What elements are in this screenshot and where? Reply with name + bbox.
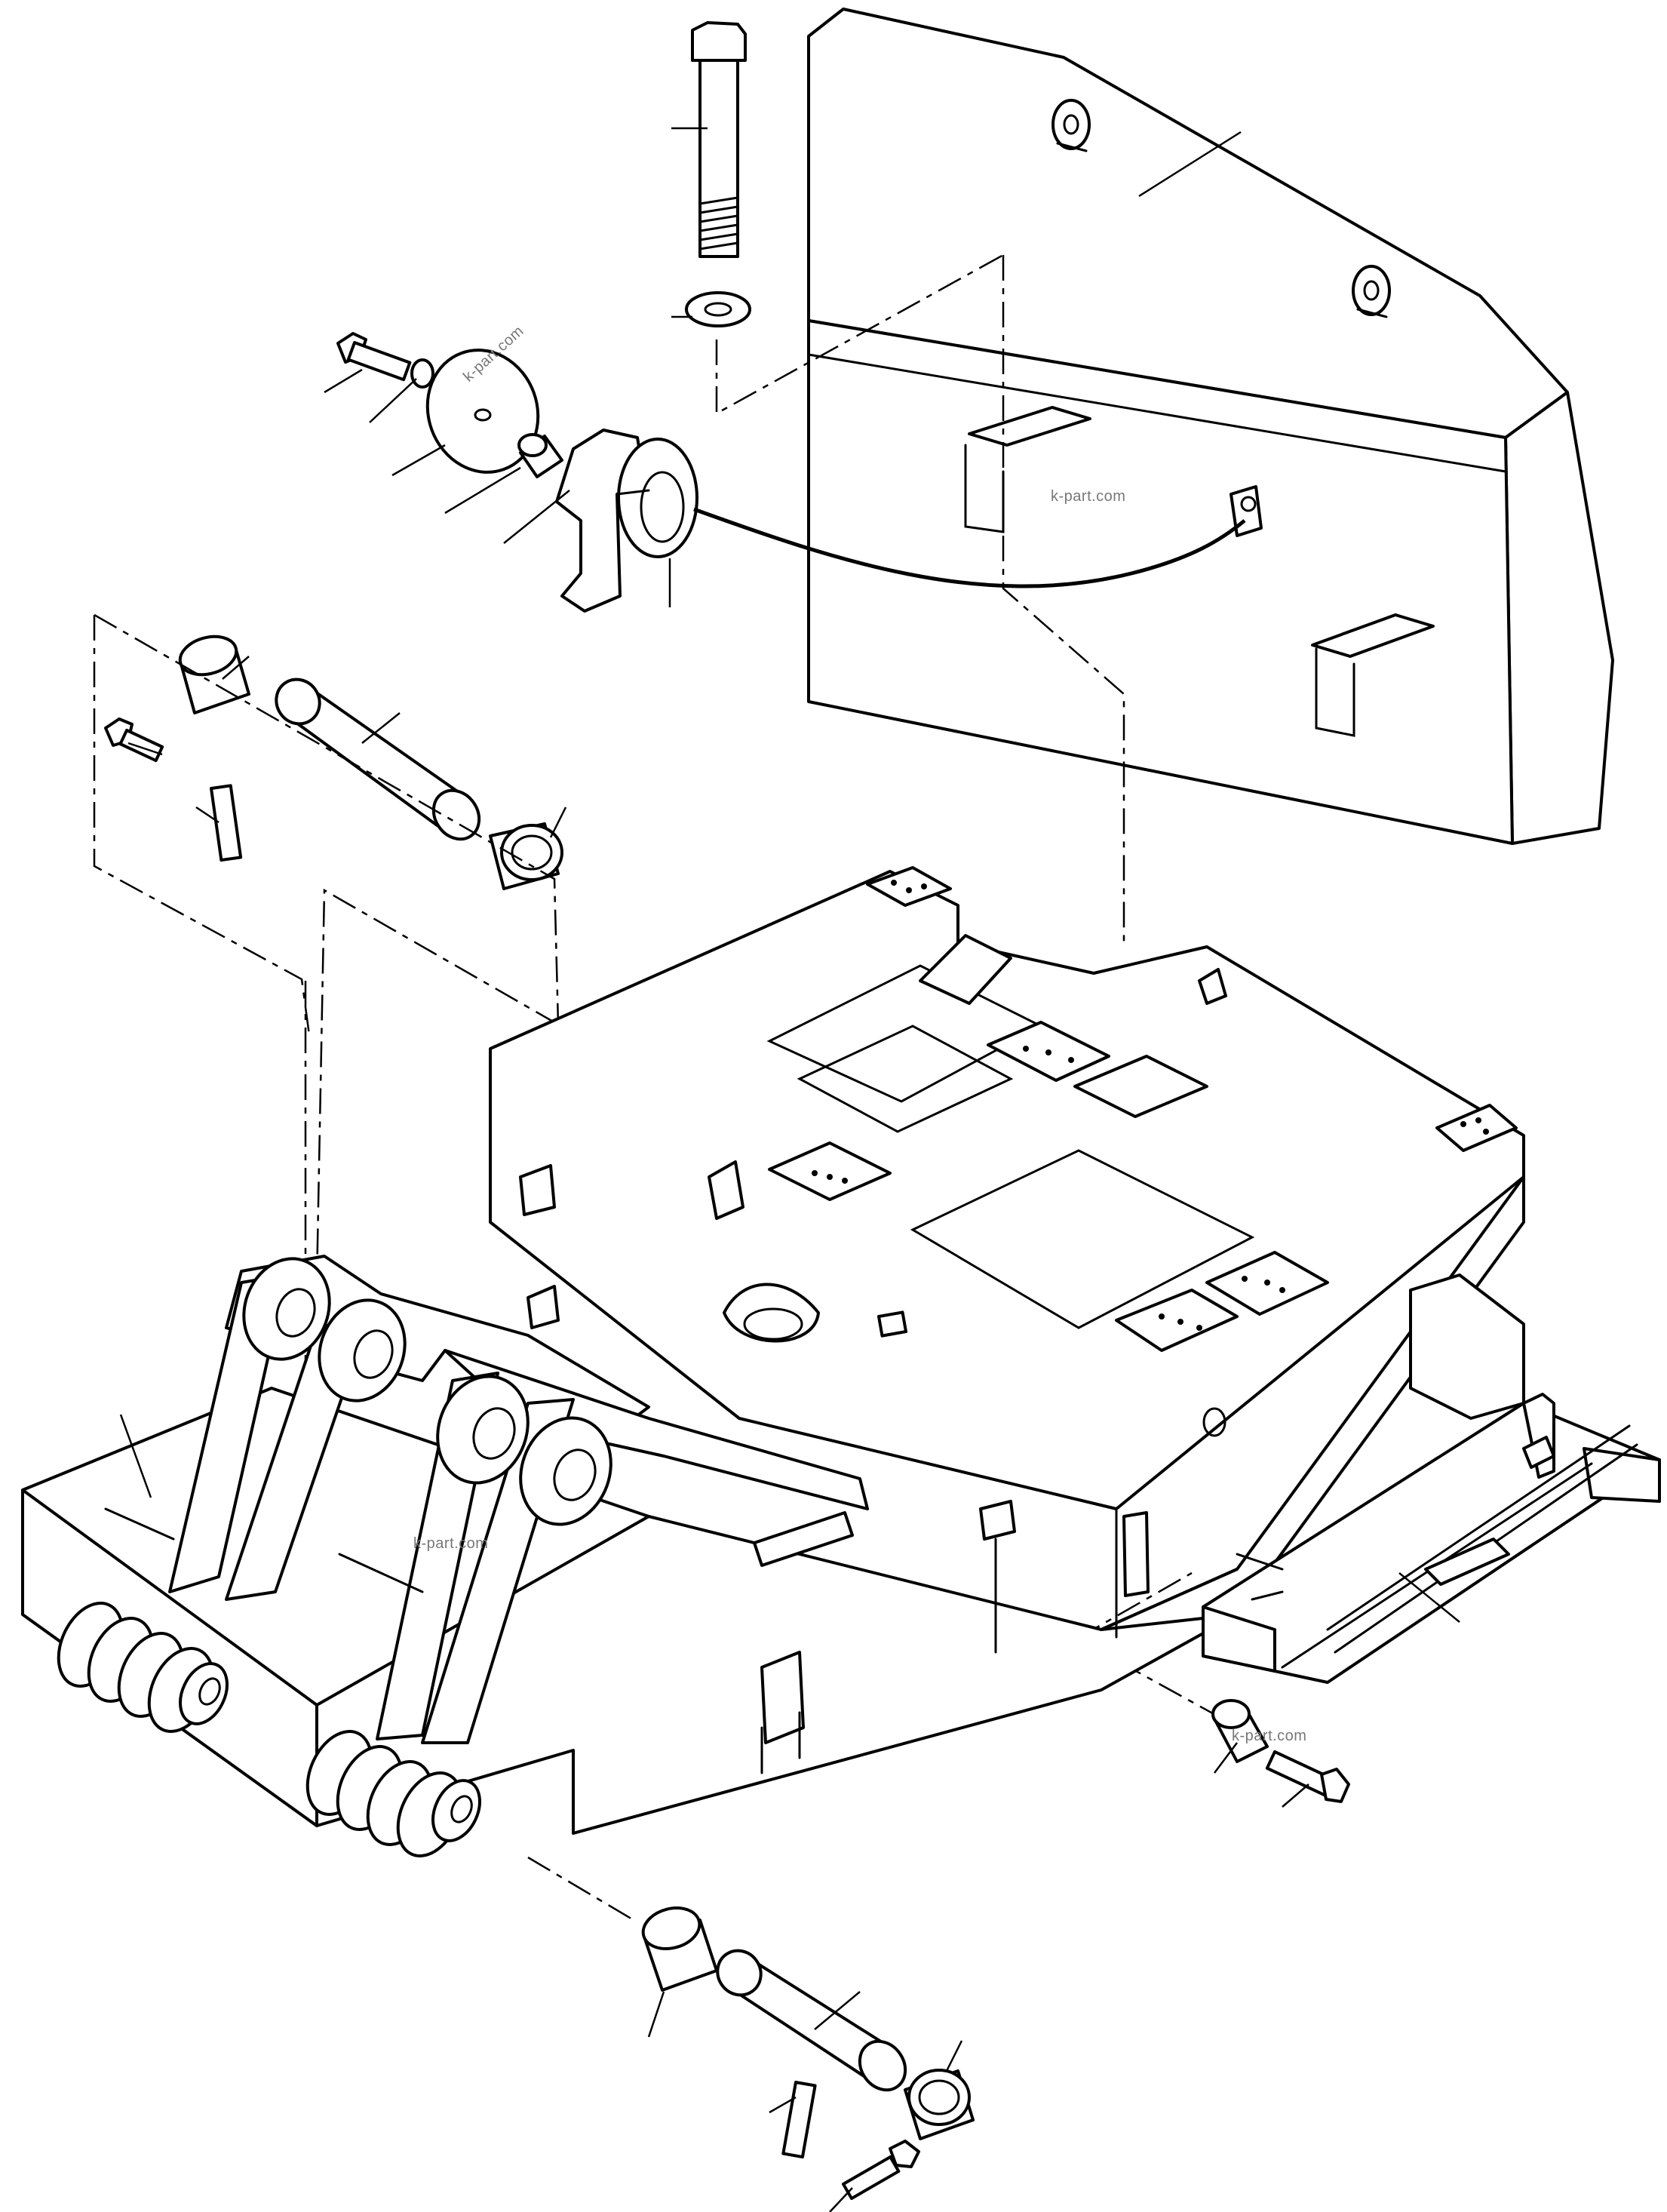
hinge-boss-4 [519,1416,612,1526]
hinge-boss-3 [436,1375,530,1485]
cable [693,507,1246,588]
bushing-1 [178,634,250,714]
hinge-bracket [555,429,698,613]
bolt-pin-1 [104,717,164,763]
bushing-5 [904,2069,975,2140]
counterweight [807,8,1614,845]
lifting-eye-1 [1051,99,1091,152]
bolt-plate-left [768,1141,892,1201]
bolt-plate-right [1435,1104,1518,1152]
hinge-boss-2 [318,1298,407,1402]
leader-lines [119,127,1460,2212]
bolt-dots [812,880,1489,1331]
center-hole [723,1283,820,1343]
long-bolt [691,21,747,258]
bolt-pin-2 [1265,1750,1350,1803]
bolt-pin-3 [841,2140,920,2201]
hinge-boss-1 [242,1257,331,1361]
washer [685,291,751,327]
lock-plate-1 [210,784,243,862]
bolt-small [336,332,412,382]
bolt-plate-side [1115,1289,1239,1352]
lock-washer [410,358,434,389]
watermark-2: k-part.com [1051,488,1126,505]
watermark-3: k-part.com [413,1535,489,1552]
spacer-bushing [517,433,563,478]
lock-plate-2 [781,2081,817,2159]
lifting-eye-2 [1352,265,1391,318]
pin-2 [716,1949,907,2092]
bushing-2 [489,822,563,890]
bushing-3 [1211,1699,1269,1763]
center-plate [877,1310,908,1338]
bushing-4 [641,1906,718,1992]
pin-1 [275,677,481,841]
watermark-4: k-part.com [1232,1728,1307,1744]
disc-plate [425,349,540,474]
front-lug-left [57,1602,229,1733]
boom-hinge-tower [104,1255,869,1744]
side-rail [1202,1393,1661,1684]
bolt-plate-top [866,866,952,907]
front-lug-right [305,1730,481,1857]
